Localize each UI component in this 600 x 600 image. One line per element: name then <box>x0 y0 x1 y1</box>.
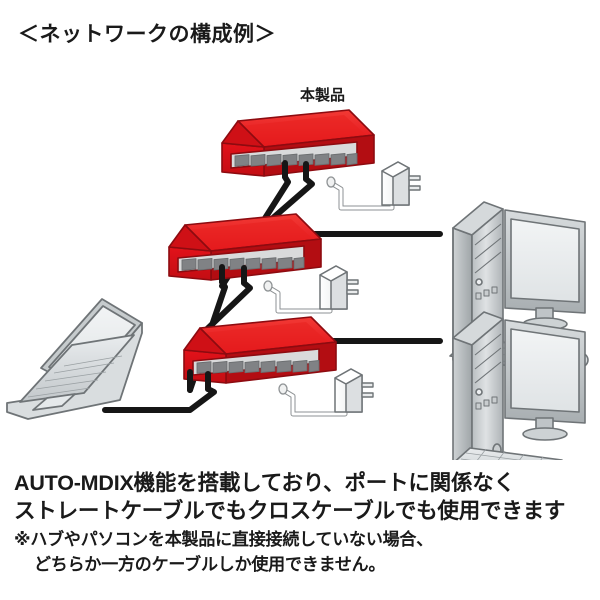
ac-adapter-bottom <box>334 368 374 413</box>
ethernet-switch-bottom <box>183 316 337 395</box>
switch-bottom-ports <box>196 360 320 374</box>
desktop-pc-bottom <box>452 311 586 460</box>
laptop-pc <box>6 298 143 420</box>
ethernet-switch-middle <box>168 213 322 292</box>
caption-line-1: AUTO-MDIX機能を搭載しており、ポートに関係なく <box>14 471 515 495</box>
page-title: ＜ネットワークの構成例＞ <box>18 23 276 46</box>
ethernet-switch-top <box>221 109 375 188</box>
cable-layer <box>102 174 443 417</box>
caption-line-2: ストレートケーブルでもクロスケーブルでも使用できます <box>14 498 566 523</box>
cable-plug-overlay <box>187 160 309 393</box>
network-topology-diagram <box>6 109 589 460</box>
switch-middle-ports <box>181 257 305 271</box>
caption-note-2-text: どちらか一方のケーブルしか使用できません。 <box>34 555 386 575</box>
lan-cable-bottom-to-laptop <box>102 386 217 413</box>
ac-adapter-top <box>381 161 421 206</box>
product-label: 本製品 <box>300 87 346 104</box>
caption-block: AUTO-MDIX機能を搭載しており、ポートに関係なく ストレートケーブルでもク… <box>14 470 594 577</box>
switch-top-ports <box>234 153 358 167</box>
caption-note-2: どちらか一方のケーブルしか使用できません。 <box>14 554 594 577</box>
ac-adapter-middle <box>319 265 359 310</box>
caption-note-1: ※ハブやパソコンを本製品に直接接続していない場合、 <box>14 529 434 549</box>
